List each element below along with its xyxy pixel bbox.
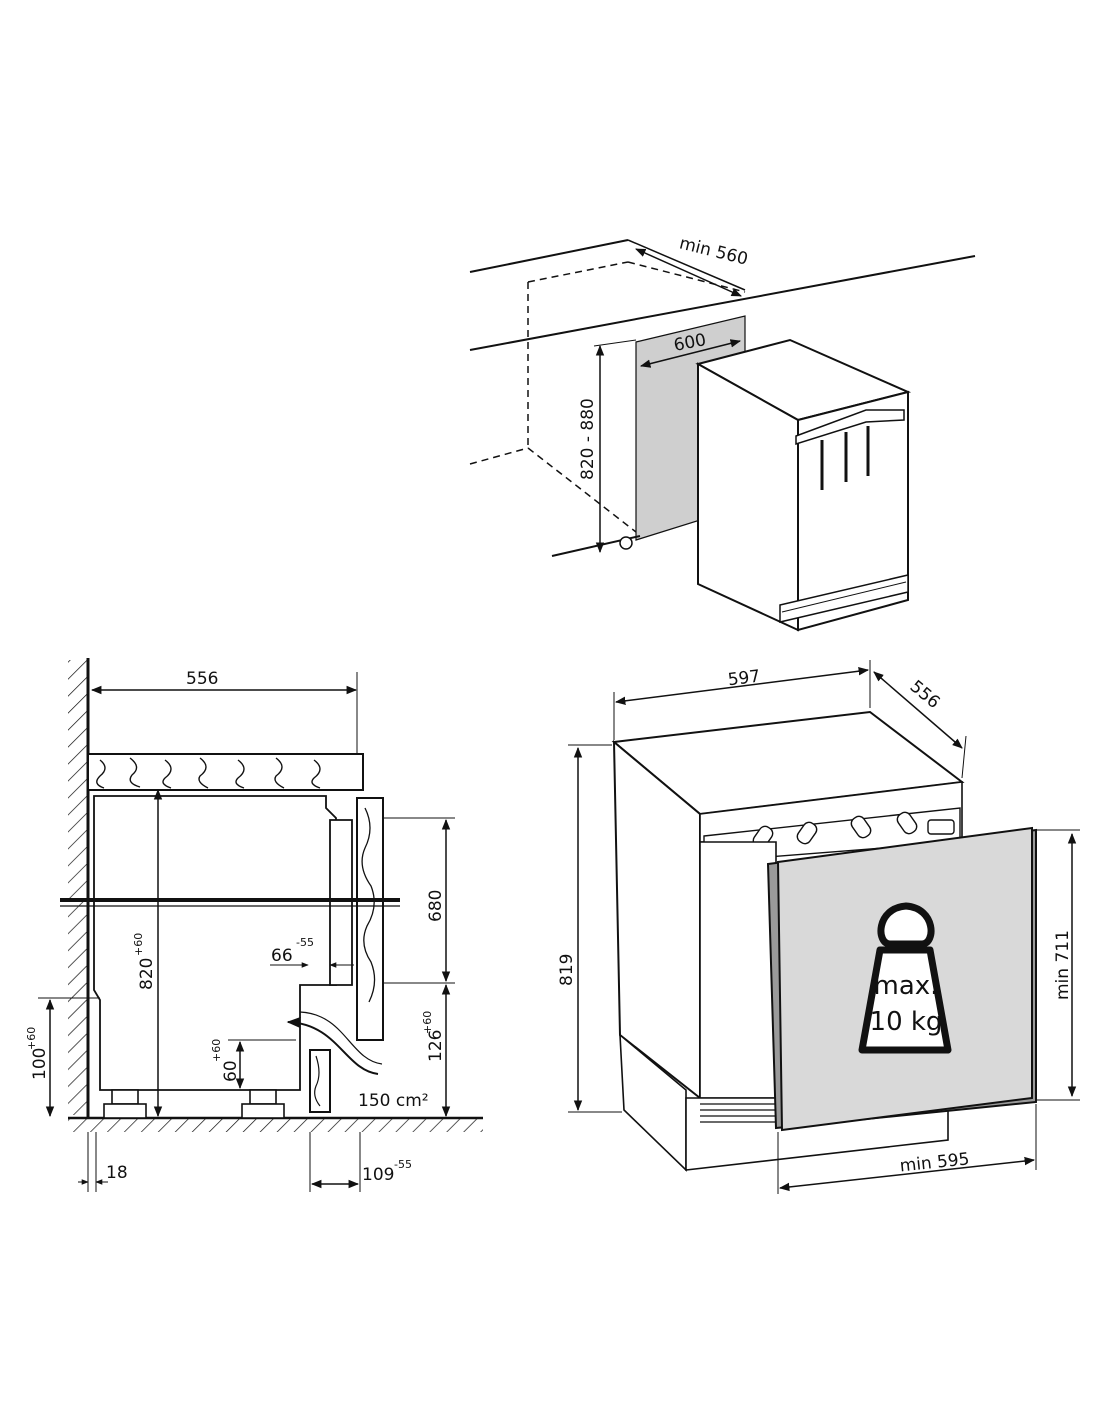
side-toe-tol: +60 <box>421 1011 434 1034</box>
front-view: max. 10 kg 597 556 819 min 711 min 595 <box>557 660 1080 1194</box>
front-panel-height-label: min 711 <box>1053 930 1073 1000</box>
side-plinth-vent-label: 60 <box>221 1060 241 1082</box>
side-view: 556 820 +60 680 126 +60 100 +60 60 +60 6… <box>25 658 483 1192</box>
side-base-label: 100 <box>30 1048 50 1080</box>
side-front-offset-tol: -55 <box>394 1158 412 1171</box>
side-vent-area-label: 150 cm² <box>358 1091 429 1111</box>
top-min-width-label: min 560 <box>677 233 750 269</box>
side-plinth-vent-tol: +60 <box>210 1039 223 1062</box>
top-height-label: 820 - 880 <box>578 398 598 480</box>
side-niche-height-label: 820 <box>137 958 157 990</box>
side-toe-label: 126 <box>426 1030 446 1062</box>
side-gap-label: 66 <box>271 946 293 966</box>
side-wall-offset-label: 18 <box>106 1163 128 1183</box>
front-depth-label: 556 <box>906 677 944 713</box>
front-height-label: 819 <box>557 954 577 986</box>
front-width-label: 597 <box>727 667 762 691</box>
side-base-tol: +60 <box>25 1027 38 1050</box>
side-depth-label: 556 <box>186 669 218 689</box>
front-panel-width-label: min 595 <box>899 1149 971 1176</box>
weight-icon: max. 10 kg <box>858 902 952 1054</box>
side-front-offset-label: 109 <box>362 1165 394 1185</box>
side-niche-height-tol: +60 <box>132 933 145 956</box>
weight-line-2: 10 kg <box>870 1007 943 1037</box>
weight-line-1: max. <box>874 971 939 1001</box>
side-door-height-label: 680 <box>426 890 446 922</box>
side-gap-tol: -55 <box>296 936 314 949</box>
top-view: min 560 600 820 - 880 <box>469 233 976 632</box>
